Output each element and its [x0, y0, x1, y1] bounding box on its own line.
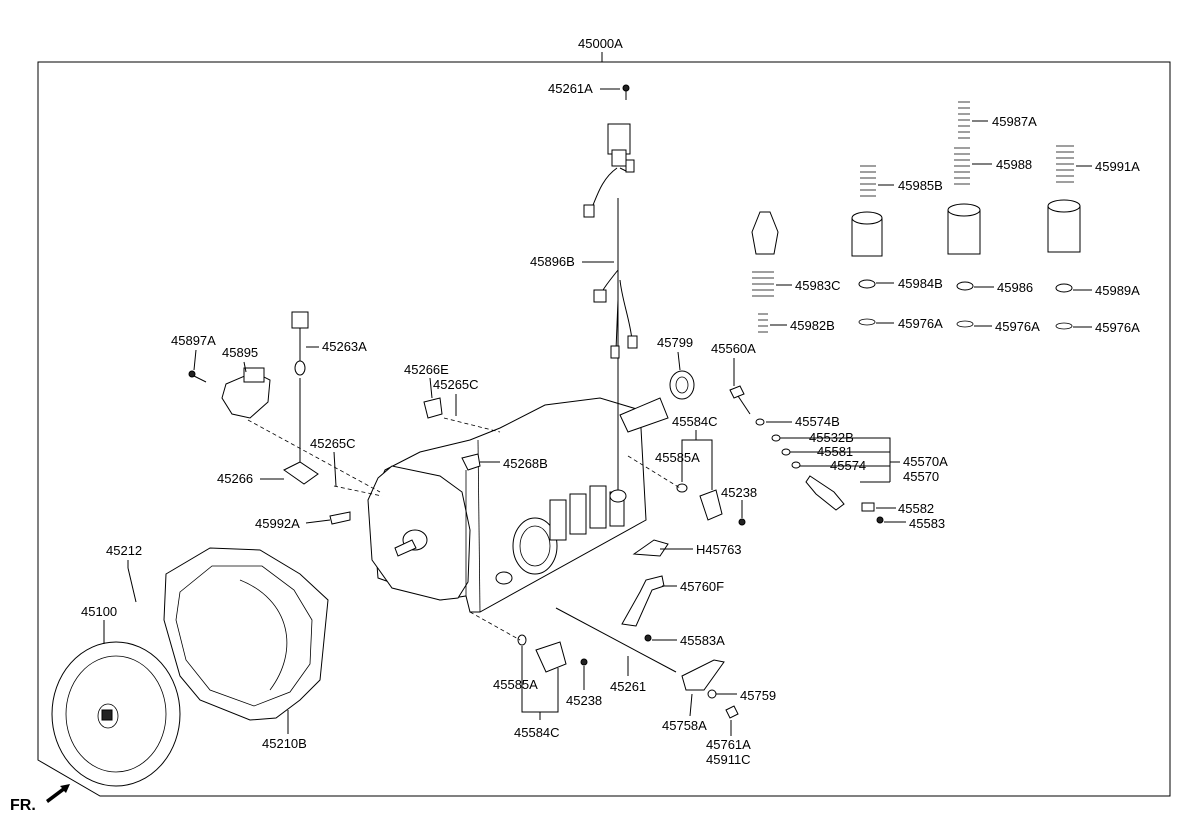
label-45758A[interactable]: 45758A: [662, 718, 707, 733]
label-45238-top[interactable]: 45238: [721, 485, 757, 500]
label-45911C[interactable]: 45911C: [706, 752, 751, 767]
front-arrow-icon: [46, 784, 70, 803]
position-sensor-45895: [188, 367, 271, 419]
label-45987A[interactable]: 45987A: [992, 114, 1037, 129]
bracket-h45763: [632, 539, 669, 557]
label-45984B[interactable]: 45984B: [898, 276, 943, 291]
label-45261[interactable]: 45261: [610, 679, 646, 694]
speed-sensor-group: [729, 385, 884, 524]
label-45100[interactable]: 45100: [81, 604, 117, 619]
label-45212[interactable]: 45212: [106, 543, 142, 558]
wiring-harness: [583, 84, 638, 503]
label-45985B[interactable]: 45985B: [898, 178, 943, 193]
shift-shaft: [555, 607, 739, 719]
label-45265C-top[interactable]: 45265C: [433, 377, 479, 392]
dowel-45992A: [329, 511, 351, 525]
label-45570A[interactable]: 45570A: [903, 454, 948, 469]
label-45574B[interactable]: 45574B: [795, 414, 840, 429]
label-45238-bot[interactable]: 45238: [566, 693, 602, 708]
label-45585A-bot[interactable]: 45585A: [493, 677, 538, 692]
sensor-45263A: [283, 311, 319, 485]
label-H45763[interactable]: H45763: [696, 542, 742, 557]
label-45976A-3[interactable]: 45976A: [1095, 320, 1140, 335]
label-45992A[interactable]: 45992A: [255, 516, 300, 531]
bolt-45583a-icon: [644, 634, 652, 642]
sensor-45266E: [423, 397, 443, 419]
label-45263A[interactable]: 45263A: [322, 339, 367, 354]
label-45760F[interactable]: 45760F: [680, 579, 724, 594]
label-45570[interactable]: 45570: [903, 469, 939, 484]
label-45210B[interactable]: 45210B: [262, 736, 307, 751]
bracket-45760f: [621, 575, 665, 627]
pin-45212: [127, 567, 137, 603]
transmission-case: [367, 397, 669, 613]
label-45584C-bot[interactable]: 45584C: [514, 725, 560, 740]
label-45976A-1[interactable]: 45976A: [898, 316, 943, 331]
label-45799[interactable]: 45799: [657, 335, 693, 350]
label-45266[interactable]: 45266: [217, 471, 253, 486]
label-45759[interactable]: 45759: [740, 688, 776, 703]
label-45976A-2[interactable]: 45976A: [995, 319, 1040, 334]
oil-seal-part: [669, 370, 695, 400]
valve-pistons: [751, 199, 1081, 257]
label-45895[interactable]: 45895: [222, 345, 258, 360]
label-45989A[interactable]: 45989A: [1095, 283, 1140, 298]
label-45265C-mid[interactable]: 45265C: [310, 436, 356, 451]
label-45582[interactable]: 45582: [898, 501, 934, 516]
label-45560A[interactable]: 45560A: [711, 341, 756, 356]
label-45585A-top[interactable]: 45585A: [655, 450, 700, 465]
label-45261A[interactable]: 45261A: [548, 81, 593, 96]
label-45000A[interactable]: 45000A: [578, 36, 623, 51]
label-45897A[interactable]: 45897A: [171, 333, 216, 348]
label-45896B[interactable]: 45896B: [530, 254, 575, 269]
label-45982B[interactable]: 45982B: [790, 318, 835, 333]
label-45991A[interactable]: 45991A: [1095, 159, 1140, 174]
label-45583A[interactable]: 45583A: [680, 633, 725, 648]
torque-converter: [51, 641, 181, 787]
label-45988[interactable]: 45988: [996, 157, 1032, 172]
part-labels: 45261A 45896B 45799 45560A 45574B 45532B…: [81, 81, 1140, 767]
converter-housing: [163, 547, 329, 721]
part-leaders-dashed: [247, 417, 681, 641]
valve-plugs-clips: [858, 279, 1073, 330]
sensor-45268B: [461, 453, 481, 471]
label-45983C[interactable]: 45983C: [795, 278, 841, 293]
label-45266E[interactable]: 45266E: [404, 362, 449, 377]
label-45761A[interactable]: 45761A: [706, 737, 751, 752]
front-marker: FR.: [10, 797, 36, 814]
label-45583[interactable]: 45583: [909, 516, 945, 531]
valve-springs: [752, 101, 1074, 333]
solenoid-bottom: [517, 634, 588, 673]
assembly-frame: [37, 61, 1171, 797]
label-45584C-top[interactable]: 45584C: [672, 414, 718, 429]
label-45268B[interactable]: 45268B: [503, 456, 548, 471]
label-45986[interactable]: 45986: [997, 280, 1033, 295]
solenoid-top: [676, 483, 746, 526]
